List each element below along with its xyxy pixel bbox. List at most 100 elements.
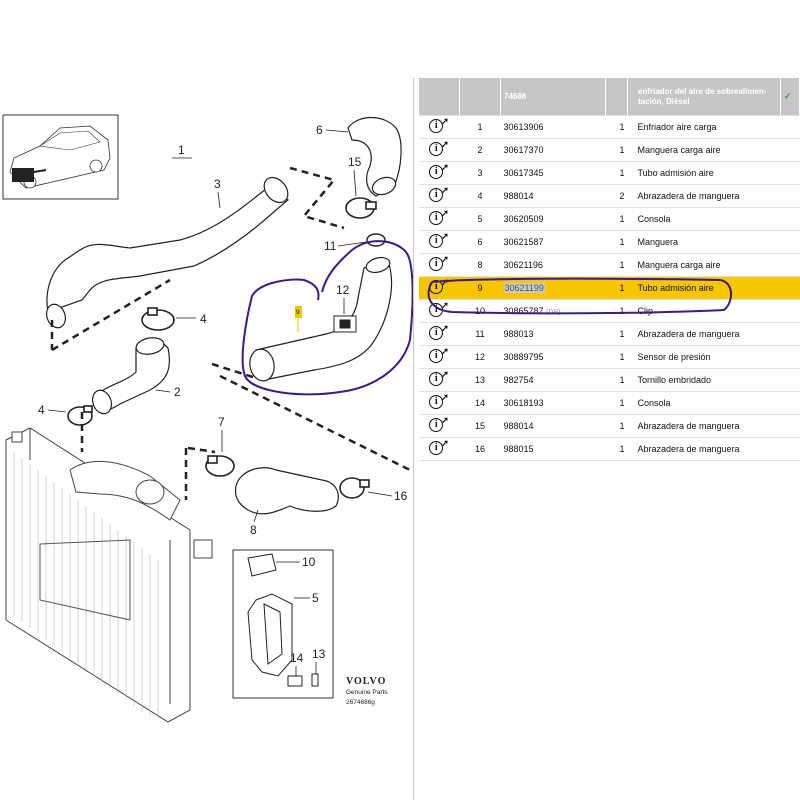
part-8-hose[interactable] (234, 467, 339, 515)
callout-9: 9 (296, 309, 300, 316)
row-description: Consola (627, 391, 781, 415)
info-arrow-icon[interactable]: i➚ (429, 277, 449, 294)
callout-4a: 4 (200, 312, 207, 326)
brand-logo: VOLVO (346, 676, 386, 687)
part-2-hose[interactable] (89, 336, 171, 417)
part-15-clamp[interactable] (345, 197, 377, 219)
row-description: Abrazadera de manguera (627, 437, 781, 461)
info-arrow-icon[interactable]: i➚ (429, 346, 449, 363)
info-arrow-icon[interactable]: i➚ (429, 438, 449, 455)
info-arrow-icon[interactable]: i➚ (429, 116, 449, 133)
row-quantity: 1 (605, 322, 628, 346)
header-part-number: 74686 (500, 78, 606, 116)
part-suffix: (DP) (546, 309, 561, 316)
callout-4b: 4 (38, 403, 45, 417)
info-arrow-icon[interactable]: i➚ (429, 392, 449, 409)
row-part-number: 30618193 (500, 391, 606, 415)
callout-13: 13 (312, 647, 326, 661)
row-description: Tubo admisión aire (627, 276, 781, 300)
part-3-intake-tube[interactable] (43, 173, 292, 331)
part-7-clamp[interactable] (205, 455, 235, 477)
callout-5: 5 (312, 591, 319, 605)
row-description: Manguera (627, 230, 781, 254)
row-description: Manguera carga aire (627, 138, 781, 162)
row-position: 1 (459, 115, 501, 139)
parts-list-panel: 74686 enfriador del aire de sobrealimen-… (419, 78, 800, 468)
group-label: 1 (178, 143, 185, 157)
part-4-clamp-upper[interactable] (141, 307, 175, 331)
part-16-clamp[interactable] (339, 477, 370, 499)
info-arrow-icon[interactable]: i➚ (429, 254, 449, 271)
row-quantity: 1 (605, 414, 628, 438)
check-icon[interactable]: ✓ (784, 91, 792, 101)
info-arrow-icon[interactable]: i➚ (429, 231, 449, 248)
info-arrow-icon[interactable]: i➚ (429, 369, 449, 386)
row-description: Clip (627, 299, 781, 323)
info-arrow-icon[interactable]: i➚ (429, 415, 449, 432)
table-header: 74686 enfriador del aire de sobrealimen-… (419, 78, 800, 116)
info-arrow-icon[interactable]: i➚ (429, 162, 449, 179)
part-11-clamp[interactable] (366, 233, 386, 247)
info-arrow-icon[interactable]: i➚ (429, 139, 449, 156)
row-quantity: 1 (605, 276, 628, 300)
row-part-number: 988014 (500, 414, 606, 438)
row-description: Consola (627, 207, 781, 231)
row-position: 13 (459, 368, 501, 392)
callout-11: 11 (324, 239, 337, 253)
row-position: 9 (459, 276, 501, 300)
callout-6: 6 (316, 123, 323, 137)
row-part-number: 30620509 (500, 207, 606, 231)
info-arrow-icon[interactable]: i➚ (429, 300, 449, 317)
row-quantity: 1 (605, 345, 628, 369)
part-12-pressure-sensor[interactable] (333, 315, 357, 333)
part-6-hose[interactable] (347, 116, 402, 198)
part-9-intake-tube[interactable] (247, 255, 393, 383)
callout-2: 2 (174, 385, 181, 399)
part-1-charge-air-cooler[interactable] (5, 427, 213, 723)
part-4-clamp-lower[interactable] (67, 405, 93, 426)
callout-16: 16 (394, 489, 408, 503)
inset-bracket-box[interactable] (232, 549, 334, 699)
row-quantity: 1 (605, 230, 628, 254)
row-position: 8 (459, 253, 501, 277)
row-position: 15 (459, 414, 501, 438)
row-position: 6 (459, 230, 501, 254)
brand-subtitle: Genuine Parts (346, 689, 388, 696)
row-position: 14 (459, 391, 501, 415)
row-quantity: 2 (605, 184, 628, 208)
row-position: 10 (459, 299, 501, 323)
callout-12: 12 (336, 283, 350, 297)
info-arrow-icon[interactable]: i➚ (429, 185, 449, 202)
car-thumbnail[interactable] (2, 114, 119, 200)
info-arrow-icon[interactable]: i➚ (429, 208, 449, 225)
row-position: 11 (459, 322, 501, 346)
row-position: 4 (459, 184, 501, 208)
row-description: Sensor de presión (627, 345, 781, 369)
row-part-number: 30617370 (500, 138, 606, 162)
row-description: Tubo admisión aire (627, 161, 781, 185)
row-quantity: 1 (605, 391, 628, 415)
info-arrow-icon[interactable]: i➚ (429, 323, 449, 340)
row-part-number: 30621587 (500, 230, 606, 254)
row-quantity: 1 (605, 299, 628, 323)
row-part-number: 30621196 (500, 253, 606, 277)
row-description: Abrazadera de manguera (627, 414, 781, 438)
row-quantity: 1 (605, 115, 628, 139)
row-description: Manguera carga aire (627, 253, 781, 277)
